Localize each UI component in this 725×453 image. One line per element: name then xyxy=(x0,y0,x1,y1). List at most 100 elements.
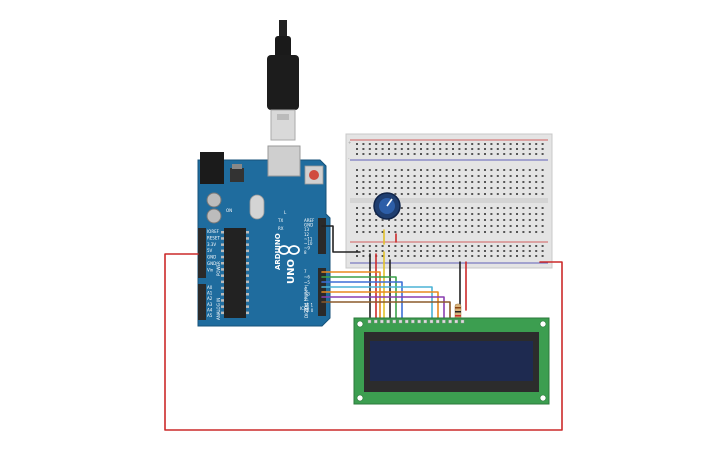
breadboard-hole[interactable] xyxy=(368,213,371,215)
breadboard-hole[interactable] xyxy=(439,153,442,155)
breadboard-hole[interactable] xyxy=(362,207,365,209)
breadboard-hole[interactable] xyxy=(400,250,403,252)
breadboard-hole[interactable] xyxy=(477,207,480,209)
lcd-module[interactable] xyxy=(353,317,550,405)
breadboard-hole[interactable] xyxy=(503,148,506,150)
breadboard-hole[interactable] xyxy=(381,169,384,171)
breadboard-hole[interactable] xyxy=(420,250,422,252)
lcd-pin[interactable] xyxy=(392,319,396,324)
breadboard-hole[interactable] xyxy=(368,153,371,155)
breadboard-hole[interactable] xyxy=(368,250,371,252)
breadboard-hole[interactable] xyxy=(400,175,403,177)
breadboard-hole[interactable] xyxy=(394,225,397,227)
breadboard-hole[interactable] xyxy=(368,143,371,145)
breadboard-hole[interactable] xyxy=(516,143,518,145)
breadboard-hole[interactable] xyxy=(375,153,378,155)
breadboard-hole[interactable] xyxy=(471,169,474,171)
breadboard-hole[interactable] xyxy=(362,153,365,155)
breadboard-hole[interactable] xyxy=(528,193,531,195)
breadboard-hole[interactable] xyxy=(362,255,365,257)
breadboard-hole[interactable] xyxy=(528,250,531,252)
breadboard-hole[interactable] xyxy=(528,153,531,155)
lcd-pin[interactable] xyxy=(429,319,434,324)
breadboard-hole[interactable] xyxy=(541,213,544,215)
breadboard-hole[interactable] xyxy=(426,225,429,227)
breadboard-hole[interactable] xyxy=(471,225,474,227)
breadboard-hole[interactable] xyxy=(394,148,397,150)
breadboard-hole[interactable] xyxy=(477,225,480,227)
breadboard-hole[interactable] xyxy=(503,143,506,145)
breadboard-hole[interactable] xyxy=(368,169,371,171)
breadboard-hole[interactable] xyxy=(432,207,435,209)
breadboard-hole[interactable] xyxy=(490,250,493,252)
breadboard-hole[interactable] xyxy=(388,231,390,233)
breadboard-hole[interactable] xyxy=(381,181,384,183)
breadboard-hole[interactable] xyxy=(503,193,506,195)
breadboard-hole[interactable] xyxy=(420,175,422,177)
breadboard-hole[interactable] xyxy=(471,245,474,247)
wire-pin3[interactable] xyxy=(321,291,439,323)
breadboard-hole[interactable] xyxy=(394,169,397,171)
breadboard-hole[interactable] xyxy=(452,193,454,195)
breadboard-hole[interactable] xyxy=(452,148,454,150)
breadboard-hole[interactable] xyxy=(432,153,435,155)
breadboard-hole[interactable] xyxy=(426,250,429,252)
lcd-pin[interactable] xyxy=(417,319,421,324)
breadboard-hole[interactable] xyxy=(432,231,435,233)
breadboard-hole[interactable] xyxy=(381,175,384,177)
breadboard-hole[interactable] xyxy=(407,250,410,252)
breadboard-hole[interactable] xyxy=(496,143,499,145)
breadboard-hole[interactable] xyxy=(503,231,506,233)
breadboard-hole[interactable] xyxy=(375,187,378,189)
breadboard-hole[interactable] xyxy=(541,225,544,227)
breadboard-hole[interactable] xyxy=(445,143,448,145)
breadboard-hole[interactable] xyxy=(496,219,499,221)
breadboard-hole[interactable] xyxy=(445,193,448,195)
breadboard-hole[interactable] xyxy=(452,181,454,183)
breadboard-hole[interactable] xyxy=(381,148,384,150)
breadboard-hole[interactable] xyxy=(471,143,474,145)
breadboard-hole[interactable] xyxy=(413,153,416,155)
breadboard-hole[interactable] xyxy=(445,255,448,257)
breadboard-hole[interactable] xyxy=(439,225,442,227)
breadboard-hole[interactable] xyxy=(528,175,531,177)
breadboard-hole[interactable] xyxy=(400,207,403,209)
breadboard-hole[interactable] xyxy=(407,175,410,177)
breadboard-hole[interactable] xyxy=(484,193,486,195)
breadboard-hole[interactable] xyxy=(445,245,448,247)
breadboard-hole[interactable] xyxy=(477,250,480,252)
breadboard-hole[interactable] xyxy=(509,231,512,233)
breadboard-hole[interactable] xyxy=(407,169,410,171)
breadboard-hole[interactable] xyxy=(407,225,410,227)
breadboard-hole[interactable] xyxy=(516,250,518,252)
breadboard-hole[interactable] xyxy=(484,245,486,247)
breadboard-hole[interactable] xyxy=(484,219,486,221)
breadboard-hole[interactable] xyxy=(541,148,544,150)
breadboard-hole[interactable] xyxy=(432,213,435,215)
breadboard-hole[interactable] xyxy=(407,245,410,247)
breadboard-hole[interactable] xyxy=(356,225,358,227)
breadboard-hole[interactable] xyxy=(458,231,461,233)
breadboard-hole[interactable] xyxy=(407,255,410,257)
breadboard-hole[interactable] xyxy=(420,255,422,257)
breadboard-hole[interactable] xyxy=(445,187,448,189)
breadboard-hole[interactable] xyxy=(464,245,467,247)
breadboard-hole[interactable] xyxy=(426,193,429,195)
breadboard-hole[interactable] xyxy=(388,148,390,150)
lcd-pin[interactable] xyxy=(454,319,458,324)
breadboard-hole[interactable] xyxy=(381,245,384,247)
breadboard-hole[interactable] xyxy=(522,148,525,150)
breadboard-hole[interactable] xyxy=(445,153,448,155)
breadboard-hole[interactable] xyxy=(464,231,467,233)
breadboard-hole[interactable] xyxy=(458,175,461,177)
breadboard-hole[interactable] xyxy=(464,169,467,171)
breadboard-hole[interactable] xyxy=(445,175,448,177)
breadboard-hole[interactable] xyxy=(400,225,403,227)
breadboard-hole[interactable] xyxy=(503,250,506,252)
breadboard-hole[interactable] xyxy=(413,213,416,215)
breadboard-hole[interactable] xyxy=(426,187,429,189)
breadboard-hole[interactable] xyxy=(496,181,499,183)
breadboard-hole[interactable] xyxy=(541,245,544,247)
breadboard-hole[interactable] xyxy=(516,207,518,209)
breadboard-hole[interactable] xyxy=(509,169,512,171)
